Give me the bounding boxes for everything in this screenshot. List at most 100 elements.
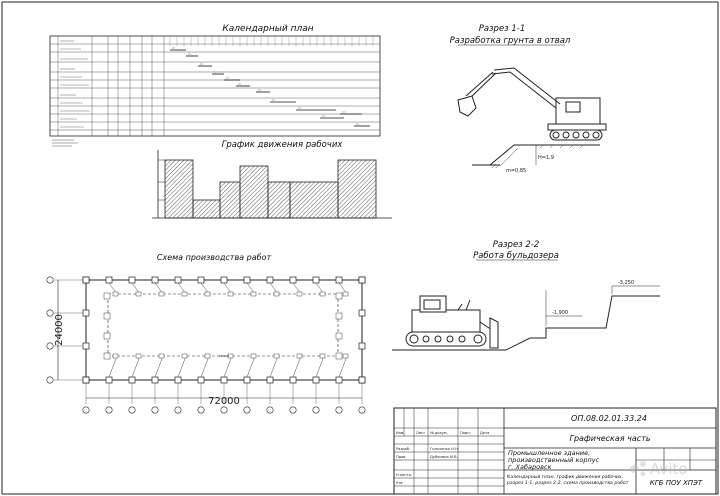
crane-reach-line <box>177 355 187 378</box>
workers-bar <box>337 159 377 219</box>
column-left <box>82 342 90 350</box>
column-bottom <box>174 376 182 384</box>
column-right <box>358 342 366 350</box>
crane-stop <box>273 353 280 359</box>
column-bottom <box>128 376 136 384</box>
section-1-subtitle: Разработка грунта в отвал <box>450 36 571 46</box>
crane-stop <box>342 291 349 297</box>
crane-stop <box>342 353 349 359</box>
workers-bar <box>267 181 291 219</box>
pit-slope <box>489 144 600 166</box>
level-high-label: -3,250 <box>618 280 634 286</box>
project-name-2: производственный корпус <box>508 456 600 464</box>
section-2-2: Разрез 2-2 Работа бульдозера -1,900 -3,2… <box>392 240 660 351</box>
crane-reach-line <box>315 355 325 378</box>
axis-marker <box>128 406 136 414</box>
axis-marker <box>105 406 113 414</box>
crane-stop <box>335 332 343 340</box>
crane-stop <box>103 292 111 300</box>
axis-marker <box>220 406 228 414</box>
sheet-content-1: Календарный план, график движения рабочи… <box>507 474 623 480</box>
column-left <box>82 276 90 284</box>
crane-stop <box>319 353 326 359</box>
axis-marker <box>46 309 54 317</box>
workers-bar <box>164 159 194 219</box>
calendar-plan: Календарный план <box>49 24 381 147</box>
bulldozer <box>405 295 499 349</box>
column-top <box>128 276 136 284</box>
crane-stop <box>273 291 280 297</box>
grid-axes <box>46 276 366 414</box>
col-doc: № докум. <box>430 431 448 435</box>
calendar-schedule-lines <box>170 47 370 127</box>
level-low-label: -1,900 <box>552 310 568 316</box>
pit-height-label: H=1,9 <box>538 155 554 161</box>
column-bottom <box>197 376 205 384</box>
axis-marker <box>46 276 54 284</box>
crane-stop <box>158 291 165 297</box>
column-right <box>358 276 366 284</box>
column-right <box>358 376 366 384</box>
crane-stop <box>335 352 343 360</box>
crane-stop <box>135 291 142 297</box>
crane-stop <box>103 352 111 360</box>
crane-stop <box>250 353 257 359</box>
crane-reach-line <box>246 355 256 378</box>
axis-marker <box>266 406 274 414</box>
crane-path <box>107 293 339 357</box>
name-dev: Гильченко Н.Н. <box>430 447 459 451</box>
workers-bar <box>192 199 221 219</box>
crane-stop <box>296 353 303 359</box>
column-top <box>335 276 343 284</box>
axis-marker <box>358 406 366 414</box>
avito-watermark: Avito <box>630 460 688 478</box>
project-name-3: г. Хабаровск <box>508 463 551 471</box>
axis-marker <box>174 406 182 414</box>
production-scheme: Схема производства работ 72000 24000 48 … <box>46 253 366 414</box>
column-bottom <box>220 376 228 384</box>
role-appr: Утв. <box>396 481 404 485</box>
column-left <box>82 309 90 317</box>
drawing-code: ОП.08.02.01.33.24 <box>571 414 647 423</box>
axis-marker <box>197 406 205 414</box>
ground-hatch <box>491 144 584 169</box>
calendar-plan-title: Календарный план <box>222 24 313 34</box>
ground-profile <box>392 295 660 351</box>
calendar-grid <box>50 36 380 136</box>
column-top <box>220 276 228 284</box>
column-top <box>266 276 274 284</box>
crane-stop <box>227 353 234 359</box>
watermark-text: Avito <box>650 460 688 478</box>
crane-stop <box>103 312 111 320</box>
column-left <box>82 376 90 384</box>
column-top <box>289 276 297 284</box>
workers-bar <box>219 181 241 219</box>
crane-stop <box>335 312 343 320</box>
crane-reach-line <box>131 355 141 378</box>
axis-marker <box>82 406 90 414</box>
production-scheme-title: Схема производства работ <box>157 253 272 262</box>
col-izm: Изм. <box>396 431 404 435</box>
section-2-title: Разрез 2-2 <box>493 240 540 250</box>
section-2-subtitle: Работа бульдозера <box>473 251 559 261</box>
column-top <box>151 276 159 284</box>
workers-bar <box>239 165 269 219</box>
calendar-table-frame <box>49 35 381 137</box>
crane-stop <box>319 291 326 297</box>
role-norm: Н.контр. <box>396 473 412 477</box>
crane-stop <box>158 353 165 359</box>
axis-marker <box>289 406 297 414</box>
crane-stop <box>112 353 119 359</box>
crane-stop <box>204 353 211 359</box>
axis-marker <box>243 406 251 414</box>
crane-reach-line <box>154 355 164 378</box>
axis-marker <box>335 406 343 414</box>
role-dev: Разраб. <box>396 447 410 451</box>
col-date: Дата <box>480 431 489 435</box>
crane-stop <box>227 291 234 297</box>
crane-reach-line <box>200 355 210 378</box>
col-sign: Подп. <box>460 431 471 435</box>
column-bottom <box>151 376 159 384</box>
